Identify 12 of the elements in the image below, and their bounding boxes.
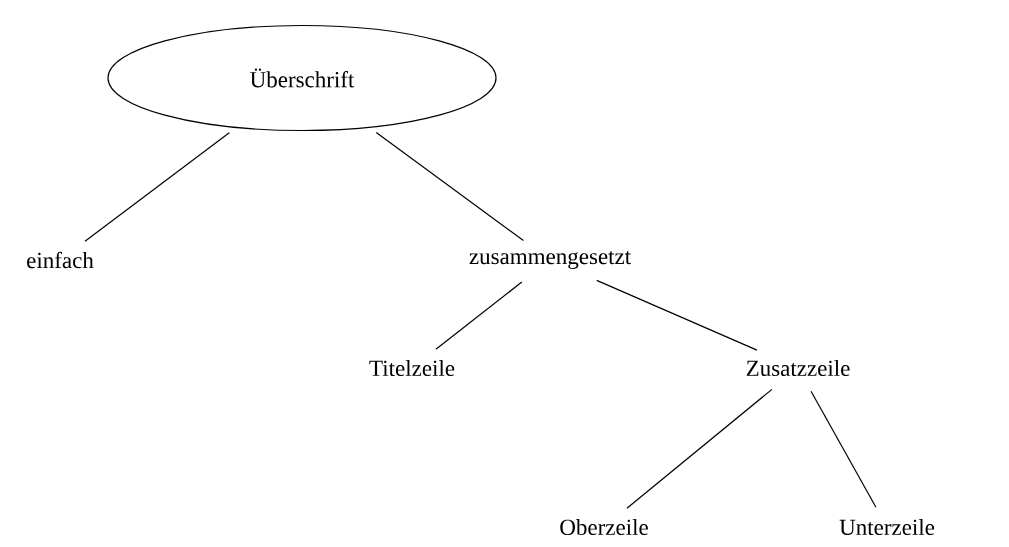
node-label: zusammengesetzt	[469, 251, 631, 269]
node-label: Titelzeile	[369, 359, 455, 377]
node-label: einfach	[27, 251, 94, 269]
node-label: Zusatzzeile	[746, 359, 850, 377]
connector-line	[810, 390, 877, 508]
node-label: Oberzeile	[560, 518, 648, 536]
connector-line	[84, 132, 230, 242]
connector-line	[435, 281, 523, 350]
connector-line	[626, 388, 773, 509]
connector-line	[596, 279, 758, 351]
connector-line	[375, 131, 524, 242]
node-label: Unterzeile	[839, 518, 935, 536]
